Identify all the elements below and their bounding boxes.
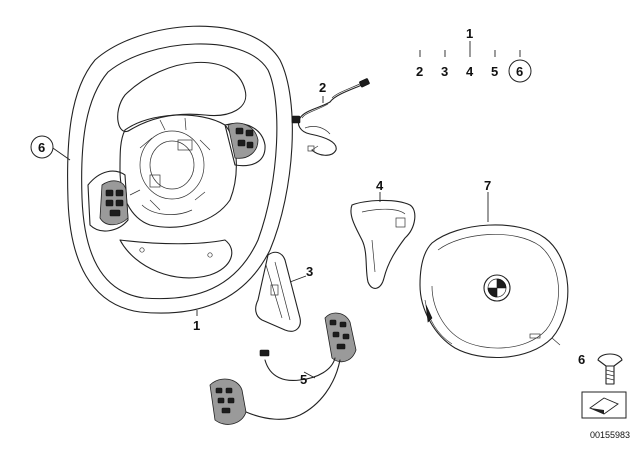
label-trim-cover-left: 3 [306,264,313,279]
label-multifunction-switch: 5 [300,372,307,387]
label-trim-cover-right: 4 [376,178,384,193]
header-circle-6 [508,59,532,83]
header-label-4: 4 [466,64,474,79]
trim-cover-left [255,251,301,332]
header-label-1: 1 [466,26,473,41]
document-icon [581,391,627,419]
label-wiring-harness: 2 [319,80,326,95]
header-label-3: 3 [441,64,448,79]
label-airbag-module: 7 [484,178,491,193]
header-label-5: 5 [491,64,498,79]
label-screw-marker: 6 [38,140,45,155]
wiring-harness [291,78,370,156]
trim-cover-right [350,199,416,289]
label-steering-wheel: 1 [193,318,200,333]
label-circle-6 [30,135,54,159]
document-number: 00155983 [590,430,630,440]
airbag-module [419,224,569,359]
multifunction-switch [209,312,357,425]
steering-wheel [67,25,293,314]
label-screw: 6 [578,352,585,367]
leader-lines [49,41,521,379]
screw [597,353,623,385]
header-label-2: 2 [416,64,423,79]
header-label-6: 6 [516,64,523,79]
